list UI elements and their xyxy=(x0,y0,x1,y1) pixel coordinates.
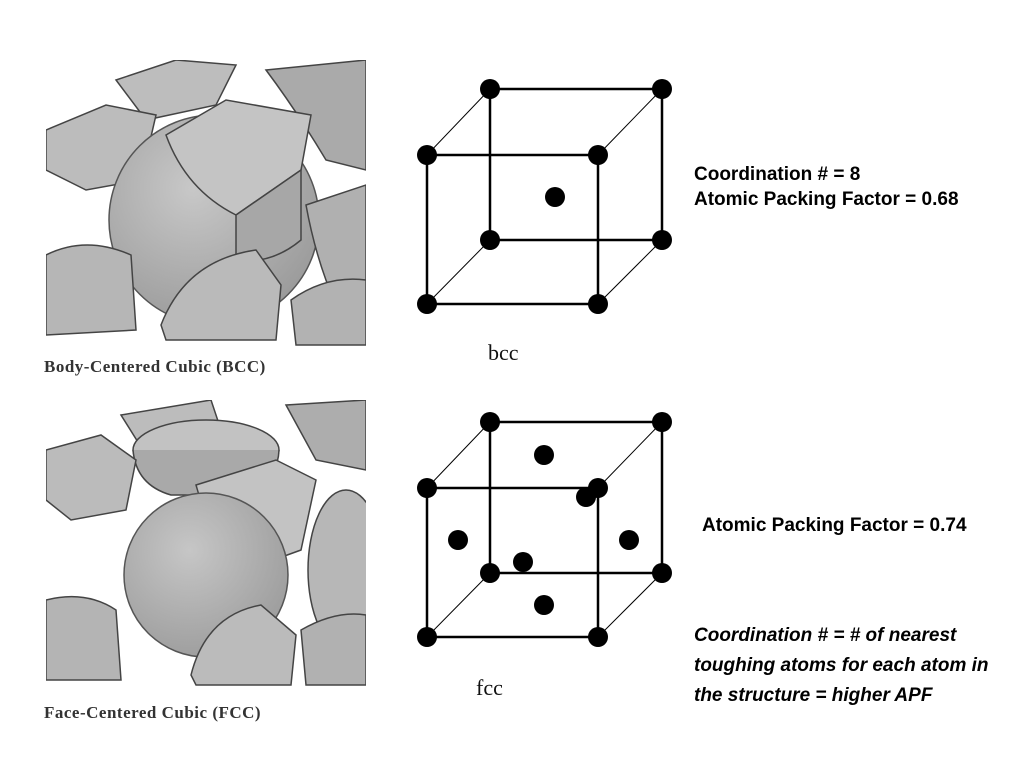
face-atom xyxy=(448,530,468,550)
bcc-properties: Coordination # = 8 Atomic Packing Factor… xyxy=(694,162,959,212)
fcc-packing-illustration xyxy=(46,400,366,690)
atom xyxy=(652,230,672,250)
atom xyxy=(480,563,500,583)
fcc-apf: Atomic Packing Factor = 0.74 xyxy=(702,515,967,536)
atom xyxy=(417,627,437,647)
face-atom xyxy=(513,552,533,572)
face-atom xyxy=(576,487,596,507)
bcc-apf: Atomic Packing Factor = 0.68 xyxy=(694,189,959,210)
atom xyxy=(417,145,437,165)
bcc-coordination-number: Coordination # = 8 xyxy=(694,164,861,185)
face-atom xyxy=(534,595,554,615)
atom xyxy=(480,79,500,99)
face-atom xyxy=(619,530,639,550)
bcc-lattice-diagram xyxy=(417,79,672,314)
atom xyxy=(652,563,672,583)
atom xyxy=(588,627,608,647)
atom xyxy=(652,412,672,432)
atom xyxy=(588,294,608,314)
atom xyxy=(417,294,437,314)
fcc-lattice-label: fcc xyxy=(476,675,503,700)
center-atom xyxy=(545,187,565,207)
atom xyxy=(588,145,608,165)
fcc-caption: Face-Centered Cubic (FCC) xyxy=(44,703,262,722)
bcc-packing-illustration xyxy=(46,60,366,360)
face-atom xyxy=(534,445,554,465)
bcc-lattice-label: bcc xyxy=(488,340,519,365)
atom xyxy=(417,478,437,498)
coordination-note: Coordination # = # of nearest toughing a… xyxy=(694,625,989,706)
atom xyxy=(480,412,500,432)
atom xyxy=(480,230,500,250)
bcc-caption: Body-Centered Cubic (BCC) xyxy=(44,357,266,376)
atom xyxy=(652,79,672,99)
fcc-lattice-diagram xyxy=(417,412,672,647)
